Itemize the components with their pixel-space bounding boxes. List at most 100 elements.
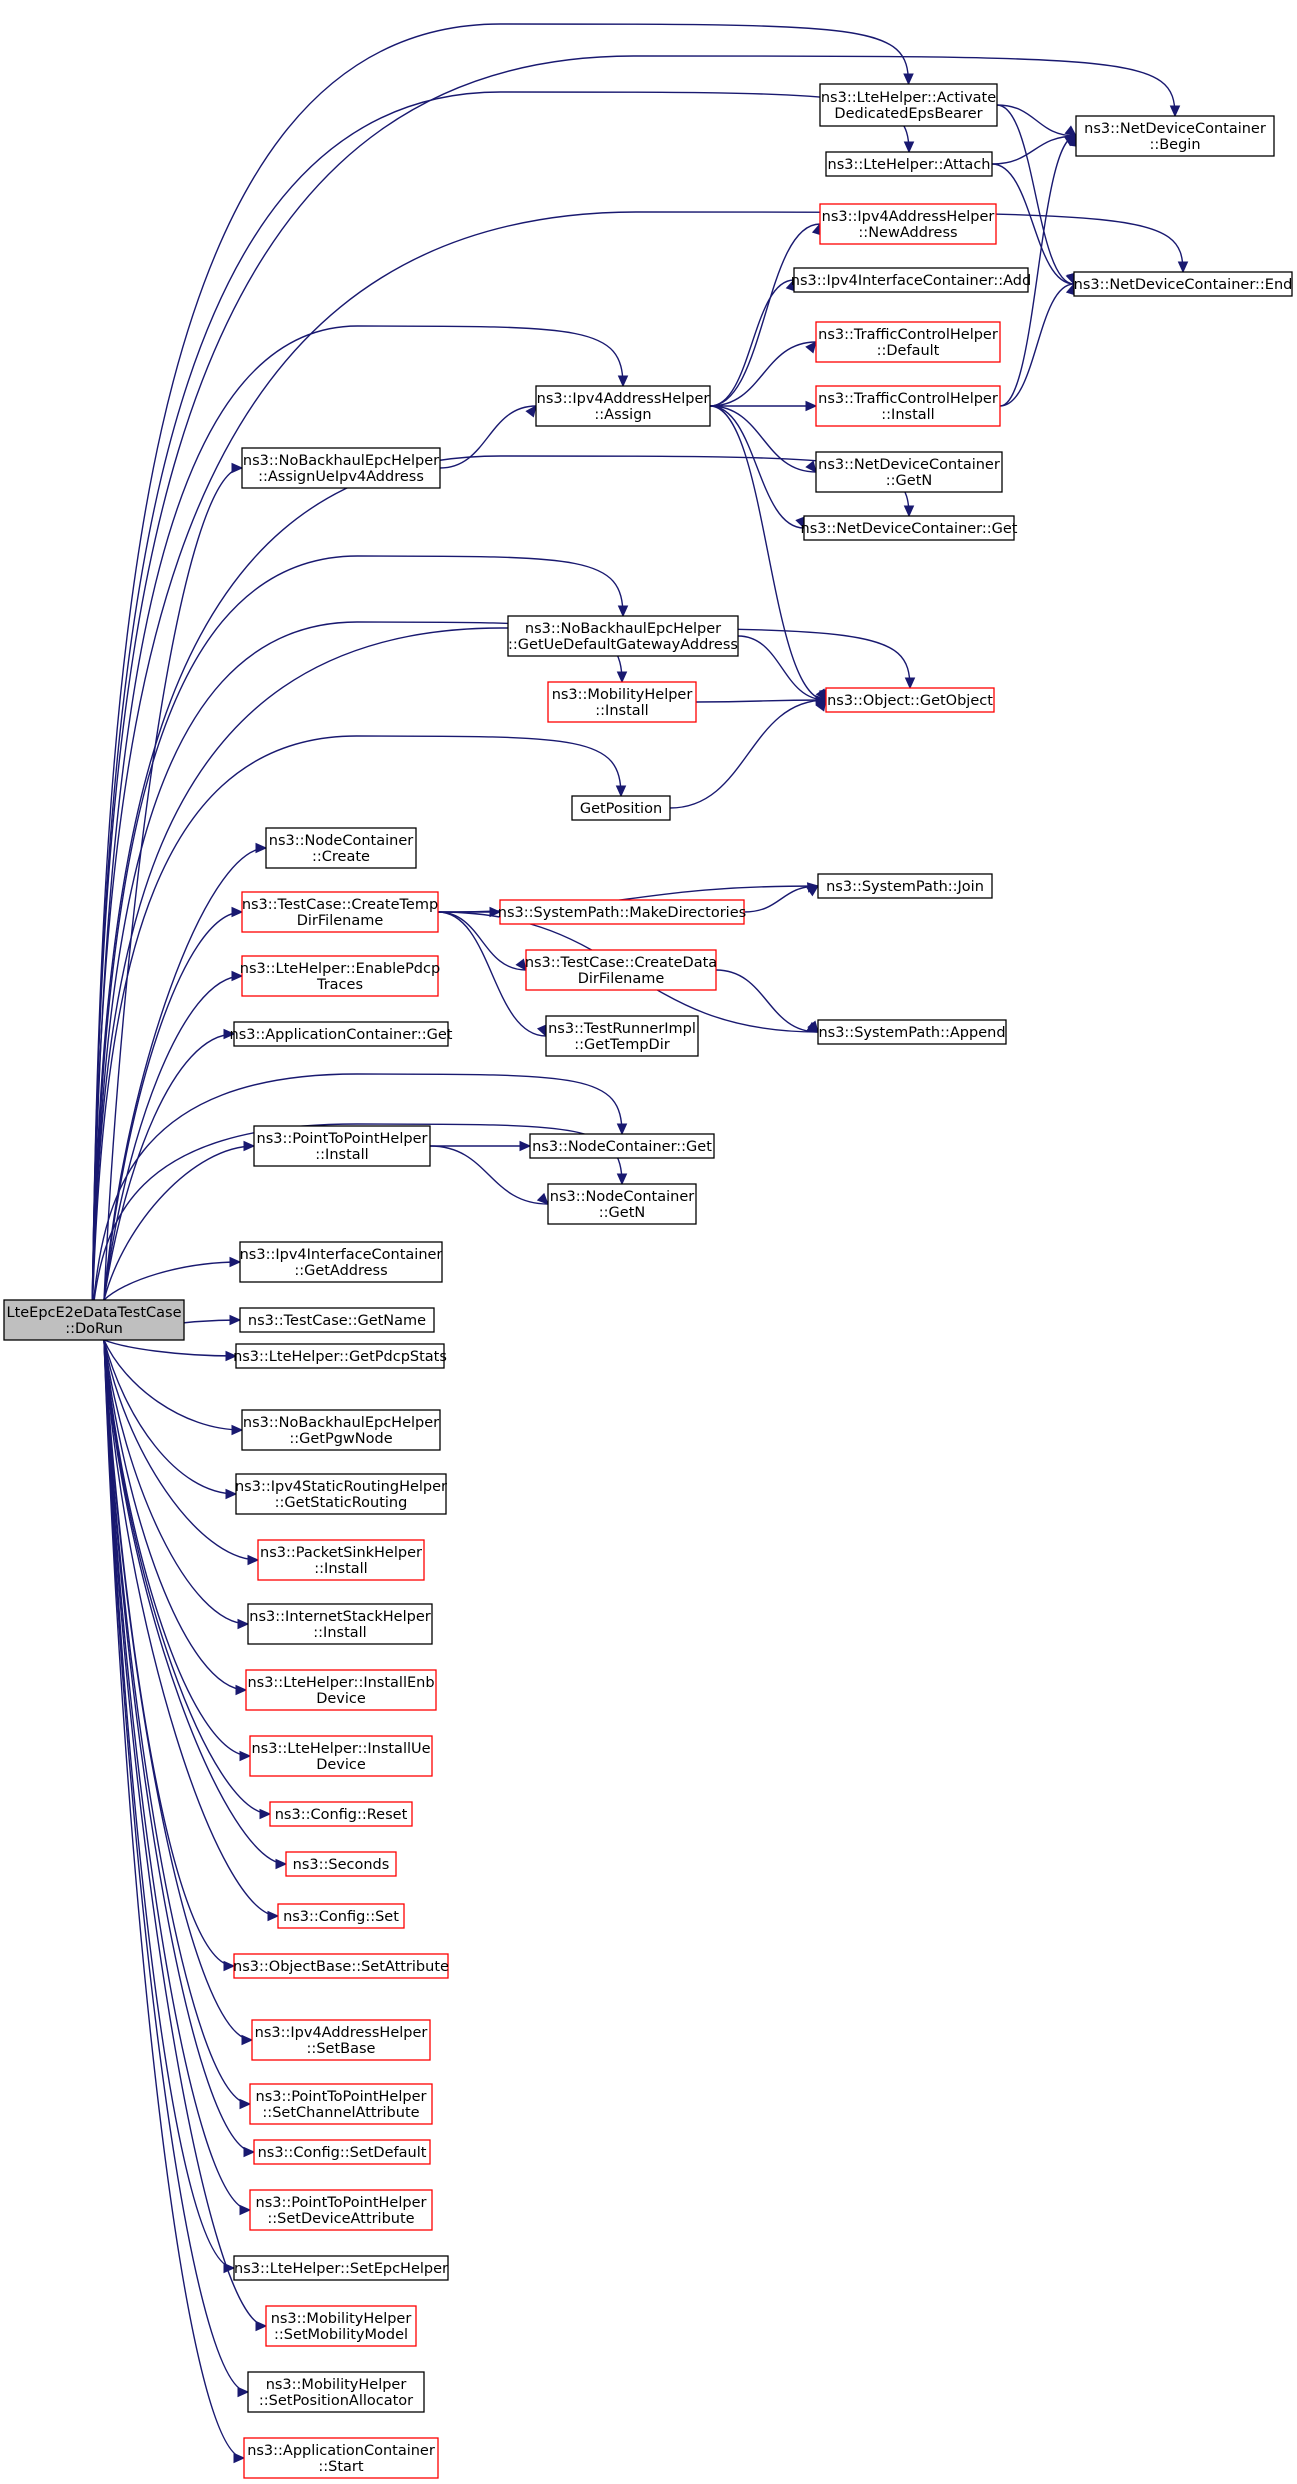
node-ipv4ic-add[interactable]: ns3::Ipv4InterfaceContainer::Add — [791, 267, 1031, 293]
node-ac-get[interactable]: ns3::ApplicationContainer::Get — [230, 1021, 453, 1047]
node-tri-gettemp[interactable]: ns3::TestRunnerImpl::GetTempDir — [545, 1015, 699, 1057]
edge-ipv4-assign-to-ipv4-newaddr — [709, 222, 823, 407]
edge-root-to-getposition — [91, 735, 627, 1319]
node-lte-getpdcp[interactable]: ns3::LteHelper::GetPdcpStats — [233, 1343, 447, 1369]
node-tc-getname[interactable]: ns3::TestCase::GetName — [239, 1307, 435, 1333]
node-lte-activate[interactable]: ns3::LteHelper::ActivateDedicatedEpsBear… — [819, 83, 998, 127]
arrowhead-icon — [239, 2204, 252, 2216]
node-label: ::GetN — [886, 473, 932, 489]
edge-line — [103, 911, 243, 1301]
node-ndc-getn[interactable]: ns3::NetDeviceContainer::GetN — [815, 451, 1003, 493]
node-box — [1075, 115, 1275, 157]
node-mob-install[interactable]: ns3::MobilityHelper::Install — [547, 681, 697, 723]
node-ac-start[interactable]: ns3::ApplicationContainer::Start — [243, 2437, 439, 2479]
node-sp-join[interactable]: ns3::SystemPath::Join — [817, 873, 993, 899]
node-box — [1073, 271, 1293, 297]
node-ob-setattr[interactable]: ns3::ObjectBase::SetAttribute — [233, 1953, 449, 1979]
node-nc-getn[interactable]: ns3::NodeContainer::GetN — [547, 1183, 697, 1225]
node-cfg-setdefault[interactable]: ns3::Config::SetDefault — [253, 2139, 431, 2165]
node-getposition[interactable]: GetPosition — [571, 795, 671, 821]
node-obj-getobject[interactable]: ns3::Object::GetObject — [825, 687, 995, 713]
node-label: ::SetMobilityModel — [274, 2327, 408, 2343]
node-root[interactable]: LteEpcE2eDataTestCase::DoRun — [3, 1299, 185, 1341]
arrowhead-icon — [231, 970, 244, 982]
node-ndc-begin[interactable]: ns3::NetDeviceContainer::Begin — [1075, 115, 1275, 157]
edge-line — [103, 1339, 251, 2211]
node-ipv4-assign[interactable]: ns3::Ipv4AddressHelper::Assign — [535, 385, 711, 427]
node-ipv4-newaddr[interactable]: ns3::Ipv4AddressHelper::NewAddress — [819, 203, 997, 245]
node-box — [547, 681, 697, 723]
node-label: ns3::Config::SetDefault — [258, 2145, 427, 2161]
node-cfg-set[interactable]: ns3::Config::Set — [277, 1903, 405, 1929]
node-sp-append[interactable]: ns3::SystemPath::Append — [817, 1019, 1007, 1045]
node-label: ns3::InternetStackHelper — [249, 1609, 430, 1625]
node-mob-setmodel[interactable]: ns3::MobilityHelper::SetMobilityModel — [265, 2305, 417, 2347]
node-ish-install[interactable]: ns3::InternetStackHelper::Install — [247, 1603, 433, 1645]
arrowhead-icon — [1169, 105, 1181, 118]
edge-root-to-mob-setmodel — [103, 1339, 268, 2332]
node-tch-install[interactable]: ns3::TrafficControlHelper::Install — [815, 385, 1001, 427]
arrowhead-icon — [617, 605, 629, 618]
node-sp-makedirs[interactable]: ns3::SystemPath::MakeDirectories — [498, 899, 746, 925]
node-nc-get[interactable]: ns3::NodeContainer::Get — [529, 1133, 715, 1159]
node-label: ns3::Seconds — [293, 1857, 390, 1873]
node-seconds[interactable]: ns3::Seconds — [285, 1851, 397, 1877]
node-label: ns3::NetDeviceContainer::End — [1074, 277, 1293, 293]
node-ndc-get[interactable]: ns3::NetDeviceContainer::Get — [801, 515, 1018, 541]
node-nobh-getpgw[interactable]: ns3::NoBackhaulEpcHelper::GetPgwNode — [241, 1409, 441, 1451]
node-label: ns3::NodeContainer::Get — [532, 1139, 712, 1155]
edge-line — [91, 211, 1184, 1319]
arrowhead-icon — [225, 1350, 238, 1362]
edge-root-to-lte-installue — [103, 1339, 252, 1762]
node-lte-setepc[interactable]: ns3::LteHelper::SetEpcHelper — [233, 2255, 449, 2281]
node-label: ns3::SystemPath::MakeDirectories — [498, 905, 746, 921]
node-box — [817, 873, 993, 899]
node-box — [571, 795, 671, 821]
node-label: ns3::NoBackhaulEpcHelper — [525, 621, 721, 637]
arrowhead-icon — [536, 1024, 547, 1038]
node-label: Device — [316, 1691, 366, 1707]
node-box — [545, 1015, 699, 1057]
edge-line — [103, 1339, 237, 1495]
node-label: Traces — [316, 977, 363, 993]
arrowhead-icon — [229, 1256, 242, 1268]
node-nc-create[interactable]: ns3::NodeContainer::Create — [265, 827, 417, 869]
node-nobh-assignue[interactable]: ns3::NoBackhaulEpcHelper::AssignUeIpv4Ad… — [241, 447, 441, 489]
node-ipv4ic-getaddr[interactable]: ns3::Ipv4InterfaceContainer::GetAddress — [239, 1241, 443, 1283]
node-ndc-end[interactable]: ns3::NetDeviceContainer::End — [1073, 271, 1293, 297]
node-psh-install[interactable]: ns3::PacketSinkHelper::Install — [257, 1539, 425, 1581]
node-tch-default[interactable]: ns3::TrafficControlHelper::Default — [815, 321, 1001, 363]
node-ipv4sr-get[interactable]: ns3::Ipv4StaticRoutingHelper::GetStaticR… — [235, 1473, 447, 1515]
edge-line — [91, 1073, 623, 1319]
node-box — [253, 2139, 431, 2165]
node-box — [241, 1409, 441, 1451]
node-mob-setpos[interactable]: ns3::MobilityHelper::SetPositionAllocato… — [247, 2371, 425, 2413]
edge-root-to-lte-enablepdcp — [103, 970, 244, 1301]
arrowhead-icon — [519, 1140, 532, 1152]
node-box — [251, 2019, 431, 2061]
node-label: ns3::Config::Set — [283, 1909, 399, 1925]
node-nobh-gateway[interactable]: ns3::NoBackhaulEpcHelper::GetUeDefaultGa… — [507, 615, 739, 657]
node-label: ns3::NetDeviceContainer — [818, 457, 1000, 473]
edge-root-to-ac-get — [103, 1028, 236, 1301]
node-cfg-reset[interactable]: ns3::Config::Reset — [269, 1801, 413, 1827]
node-p2p-install[interactable]: ns3::PointToPointHelper::Install — [253, 1125, 431, 1167]
edge-line — [103, 1339, 255, 2153]
arrowhead-icon — [243, 2146, 256, 2158]
arrowhead-icon — [536, 1192, 549, 1205]
node-lte-attach[interactable]: ns3::LteHelper::Attach — [825, 151, 993, 177]
arrowhead-icon — [275, 1858, 288, 1870]
node-label: DirFilename — [578, 971, 665, 987]
edge-root-to-lte-activate — [91, 23, 914, 1319]
node-p2p-setchan[interactable]: ns3::PointToPointHelper::SetChannelAttri… — [249, 2083, 433, 2125]
node-box — [249, 2189, 433, 2231]
node-ipv4-setbase[interactable]: ns3::Ipv4AddressHelper::SetBase — [251, 2019, 431, 2061]
node-p2p-setdev[interactable]: ns3::PointToPointHelper::SetDeviceAttrib… — [249, 2189, 433, 2231]
node-label: ns3::LteHelper::SetEpcHelper — [234, 2261, 448, 2277]
node-box — [243, 2437, 439, 2479]
